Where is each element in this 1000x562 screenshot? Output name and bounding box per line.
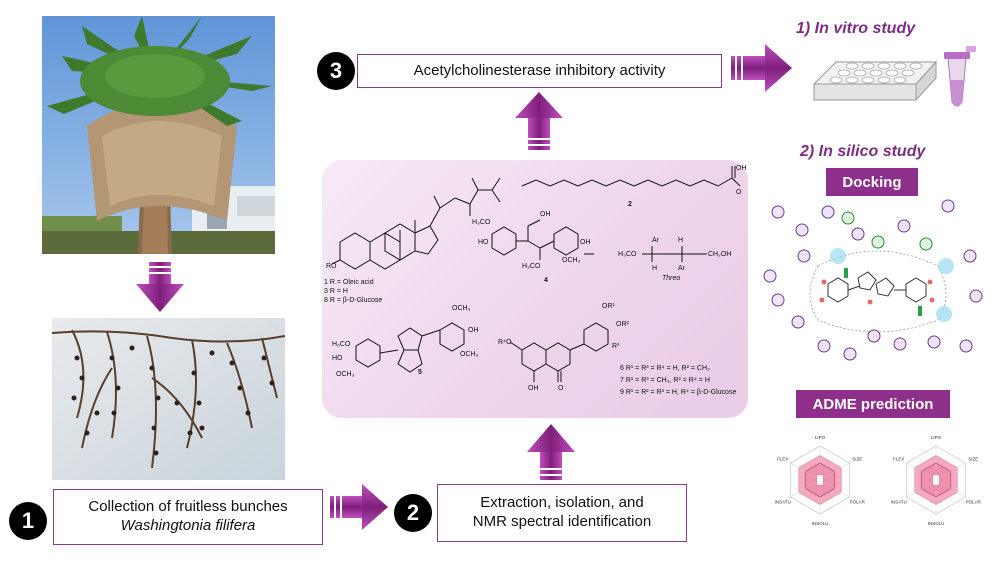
radar-axis-label: FLEX (777, 457, 788, 462)
tube-icon (944, 46, 976, 107)
svg-text:R³: R³ (612, 343, 620, 350)
radar-axis-label: INSOLU (928, 521, 945, 526)
step-1-number: 1 (21, 508, 35, 533)
radar-spoke (935, 479, 966, 498)
steroid-r3-label: 3 R = H (324, 288, 348, 295)
radar-axis-label: INSATU (891, 500, 907, 505)
steroid-r8-label: 8 R = β-D-Glucose (324, 297, 382, 304)
docking-label: Docking (826, 168, 918, 196)
flavonoid-6-label: 6 R¹ = R³ = R⁴ = H, R² = CH₃ (620, 365, 710, 372)
step-2-box: Extraction, isolation, and NMR spectral … (437, 484, 687, 542)
svg-text:H₃CO: H₃CO (618, 251, 637, 258)
compound-4-label: 4 (544, 277, 548, 284)
radar-spoke (790, 479, 821, 498)
in-vitro-title: 1) In vitro study (796, 20, 916, 37)
adme-radar-charts: LIPO SIZE POLAR INSOLU INSATU FLEX LIPO SIZE POL… (775, 435, 982, 526)
arrow-up-panel (515, 92, 563, 150)
radar-axis-label: POLAR (966, 500, 982, 505)
steroid-r1-label: 1 R = Oleic acid (324, 279, 374, 286)
svg-text:Ar: Ar (652, 237, 660, 244)
arrow-right-step1 (330, 484, 388, 530)
arrow-down-photo (136, 262, 184, 312)
radar-axis-label: LIPO (931, 435, 942, 440)
radar-spoke (935, 462, 966, 481)
svg-text:H₃CO: H₃CO (472, 219, 491, 226)
arrow-up-step2 (527, 424, 575, 480)
svg-text:OH: OH (540, 211, 551, 218)
svg-text:RO: RO (326, 263, 337, 270)
radar-axis-label: INSATU (775, 500, 791, 505)
svg-text:H₃CO: H₃CO (332, 341, 351, 348)
svg-text:H₃CO: H₃CO (522, 263, 541, 270)
radar-axis-label: FLEX (893, 457, 904, 462)
radar-spoke (819, 462, 850, 481)
oleic-acid-structure (521, 166, 741, 187)
svg-text:OR¹: OR¹ (602, 303, 616, 310)
svg-text:CH₂OH: CH₂OH (708, 251, 731, 258)
svg-text:Ar: Ar (678, 265, 686, 272)
chemical-structures: RO 1 R = Oleic acid 3 R = H 8 R = β-D-Gl… (324, 165, 747, 396)
radar-spoke (819, 479, 850, 498)
step-2-line1: Extraction, isolation, and (480, 494, 644, 512)
arrow-right-step3 (731, 44, 792, 92)
flavonoid-structure (509, 322, 609, 382)
step-3-number: 3 (329, 58, 343, 83)
svg-text:O: O (736, 189, 742, 196)
svg-text:OR²: OR² (616, 321, 630, 328)
step-1-line2: Washingtonia filifera (120, 517, 256, 534)
step-2-line2: NMR spectral identification (472, 513, 652, 530)
svg-text:OCH₃: OCH₃ (452, 305, 471, 312)
docking-diagram (763, 199, 983, 361)
radar-axis-label: LIPO (815, 435, 826, 440)
compound-5-label: 5 (418, 369, 422, 376)
step-3-line1: Acetylcholinesterase inhibitory activity (413, 61, 666, 79)
radar-spoke (790, 462, 821, 481)
adme-label: ADME prediction (796, 390, 950, 418)
svg-text:OH: OH (528, 385, 539, 392)
svg-text:H: H (678, 237, 683, 244)
svg-text:OCH₃: OCH₃ (460, 351, 479, 358)
svg-text:H: H (652, 265, 657, 272)
in-silico-title: 2) In silico study (800, 143, 926, 160)
radar-center-marker (932, 474, 940, 486)
radar-axis-label: SIZE (968, 457, 978, 462)
palm-tree-photo (42, 16, 275, 254)
step-3-box: Acetylcholinesterase inhibitory activity (357, 54, 722, 88)
threo-label: Threo (662, 275, 680, 282)
svg-text:OH: OH (580, 239, 591, 246)
radar-axis-label: INSOLU (812, 521, 829, 526)
svg-text:HO: HO (478, 239, 489, 246)
svg-text:OCH₃: OCH₃ (336, 371, 355, 378)
step-1-badge: 1 (9, 502, 47, 540)
step-1-line1: Collection of fruitless bunches (88, 498, 288, 516)
flavonoid-7-label: 7 R¹ = R³ = CH₃, R² = R⁴ = H (620, 377, 710, 384)
svg-text:OH: OH (736, 165, 747, 172)
step-1-box: Collection of fruitless bunches Washingt… (53, 489, 323, 545)
compound-5-structure (355, 322, 465, 373)
well-plate-icon (812, 46, 976, 107)
step-2-badge: 2 (394, 494, 432, 532)
step-2-number: 2 (406, 500, 420, 525)
compound-4-structure (491, 219, 707, 262)
radar-spoke (906, 462, 937, 481)
flavonoid-9-label: 9 R¹ = R² = R³ = H, R⁴ = β-D-Glucose (620, 389, 736, 396)
radar-axis-label: SIZE (852, 457, 862, 462)
radar-axis-label: POLAR (850, 500, 866, 505)
structures-panel (322, 160, 748, 418)
step-3-badge: 3 (317, 52, 355, 90)
radar-center-marker (816, 474, 824, 486)
svg-text:OH: OH (468, 327, 479, 334)
compound-2-label: 2 (628, 201, 632, 208)
svg-text:HO: HO (332, 355, 343, 362)
radar-spoke (906, 479, 937, 498)
steroid-structure (331, 177, 501, 270)
svg-text:O: O (558, 385, 564, 392)
svg-text:OCH₃: OCH₃ (562, 257, 581, 264)
fruitless-bunches-photo (52, 318, 285, 480)
svg-text:R⁴O: R⁴O (498, 339, 512, 346)
